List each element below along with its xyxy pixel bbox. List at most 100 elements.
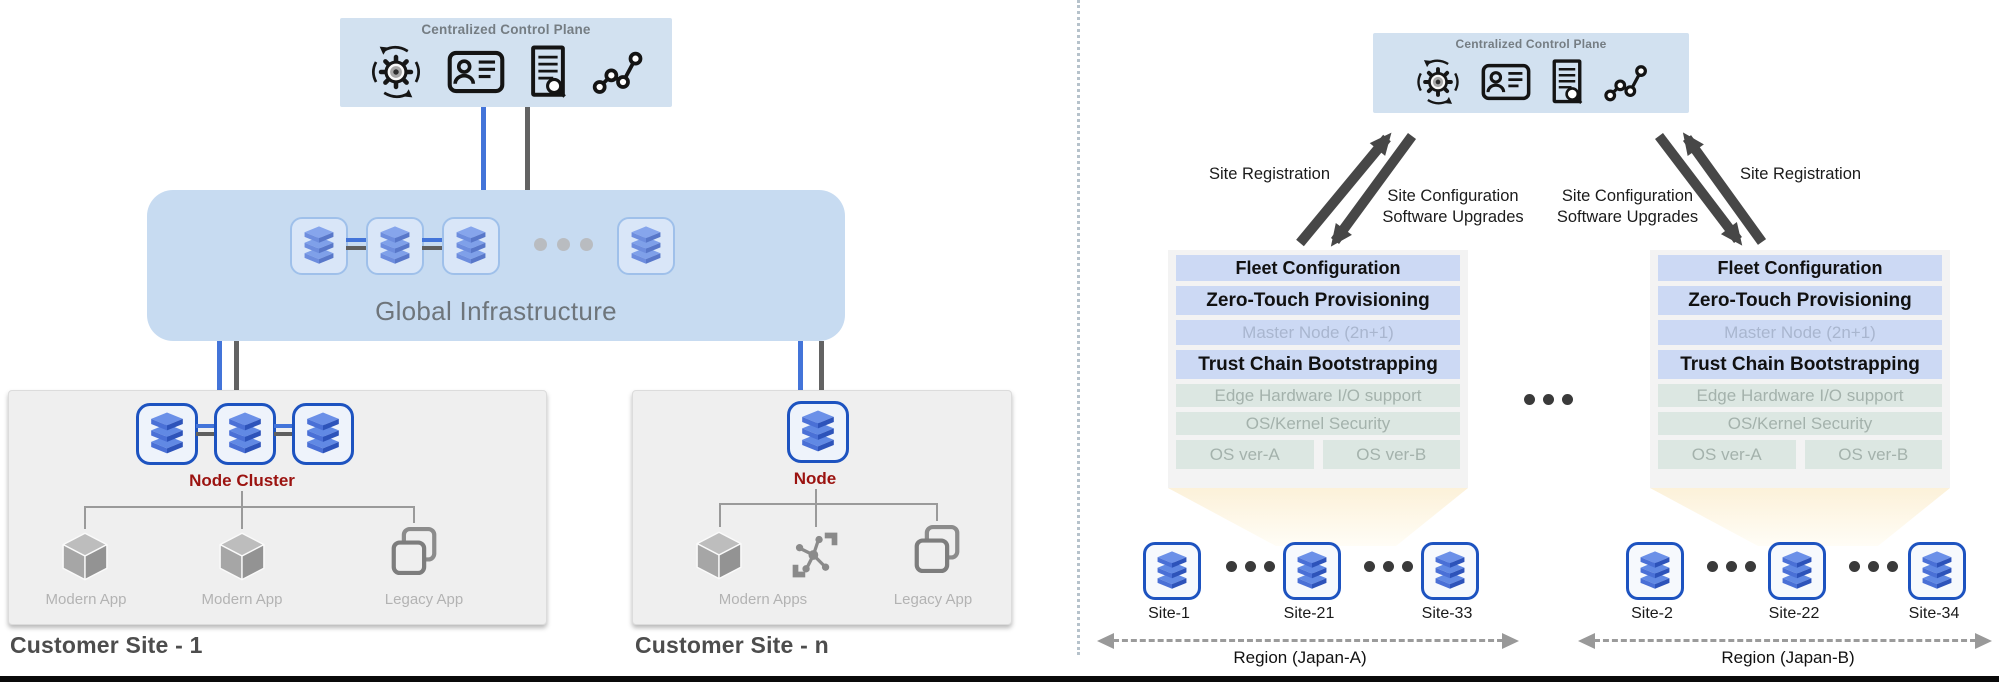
site-registration-label: Site Registration [1208, 165, 1330, 183]
control-plane-icons [367, 37, 645, 107]
sync-gear-icon [367, 43, 425, 101]
app-label: Legacy App [384, 591, 464, 608]
fleet-row: Edge Hardware I/O support [1658, 384, 1942, 407]
site-label: Site-34 [1908, 605, 1960, 622]
node-stack-icon [298, 225, 340, 267]
app-label: Modern Apps [718, 591, 808, 608]
site-node-tile [1143, 542, 1201, 600]
control-plane-box-left: Centralized Control Plane [340, 18, 672, 107]
funnel-shape [1168, 488, 1468, 546]
software-upgrades-line2: Software Upgrades [1556, 207, 1699, 226]
control-plane-title: Centralized Control Plane [421, 22, 591, 37]
fleet-row: OS/Kernel Security [1658, 412, 1942, 435]
node-stack-icon [1429, 550, 1471, 592]
tree-line [936, 503, 938, 521]
node-stack-icon [1151, 550, 1193, 592]
cluster-node-tile [214, 403, 276, 465]
id-card-icon [1481, 63, 1531, 101]
node-link-gray [422, 246, 442, 250]
cube-icon [691, 527, 747, 583]
node-link-blue [346, 238, 366, 242]
region-arrowhead-right [1975, 633, 1992, 649]
connector-blue [217, 341, 222, 390]
os-version-row: OS ver-A [1658, 440, 1796, 469]
tree-line [719, 503, 721, 527]
cube-icon [57, 528, 113, 584]
node-stack-icon [222, 411, 268, 457]
cube-icon [214, 528, 270, 584]
connector-blue [798, 341, 803, 390]
legacy-windows-icon [387, 524, 441, 578]
site-configuration-line1: Site Configuration [1387, 187, 1519, 205]
single-node-tile [787, 401, 849, 463]
tree-line [719, 503, 936, 505]
node-stack-icon [1916, 550, 1958, 592]
fleet-row: Zero-Touch Provisioning [1176, 286, 1460, 315]
ellipsis-icon [529, 238, 598, 251]
network-graph-icon [1603, 61, 1649, 104]
registration-upgrade-arrows [1296, 132, 1767, 247]
node-link-blue [274, 424, 292, 428]
infra-node-tile [366, 217, 424, 275]
fleet-row: Trust Chain Bootstrapping [1176, 350, 1460, 379]
legacy-windows-icon [910, 522, 964, 576]
site-label: Site-22 [1768, 605, 1820, 622]
fleet-row: Edge Hardware I/O support [1176, 384, 1460, 407]
fleet-row: OS/Kernel Security [1176, 412, 1460, 435]
site-label: Site-1 [1148, 605, 1190, 622]
site-node-tile [1626, 542, 1684, 600]
ellipsis-icon [1222, 561, 1279, 572]
customer-site-1-caption: Customer Site - 1 [10, 632, 203, 658]
node-cluster-label: Node Cluster [189, 471, 295, 490]
ellipsis-icon [1520, 394, 1577, 405]
fleet-row: Fleet Configuration [1176, 255, 1460, 281]
fleet-row: Master Node (2n+1) [1176, 320, 1460, 345]
node-stack-icon [144, 411, 190, 457]
tree-line [84, 506, 413, 508]
fleet-row: Zero-Touch Provisioning [1658, 286, 1942, 315]
node-stack-icon [1776, 550, 1818, 592]
software-upgrades-line2: Software Upgrades [1382, 207, 1524, 226]
site-registration-label: Site Registration [1740, 165, 1862, 183]
customer-site-n-caption: Customer Site - n [635, 632, 829, 658]
cluster-node-tile [136, 403, 198, 465]
node-link-blue [196, 424, 214, 428]
connector-gray [819, 341, 824, 390]
site-node-tile [1283, 542, 1341, 600]
node-stack-icon [450, 225, 492, 267]
fleet-row: Trust Chain Bootstrapping [1658, 350, 1942, 379]
site-configuration-line1: Site Configuration [1561, 187, 1694, 205]
os-version-row: OS ver-B [1322, 440, 1460, 469]
fleet-stack-b: Fleet Configuration Zero-Touch Provision… [1650, 250, 1950, 488]
tree-line [84, 506, 86, 529]
infra-node-tile [617, 217, 675, 275]
site-label: Site-33 [1421, 605, 1473, 622]
site-node-tile [1908, 542, 1966, 600]
sync-gear-icon [1413, 57, 1463, 107]
infra-node-tile [290, 217, 348, 275]
region-a-span-line [1113, 639, 1503, 642]
mesh-icon [789, 529, 841, 581]
audit-document-icon [1549, 58, 1585, 106]
ellipsis-icon [1845, 561, 1902, 572]
ellipsis-icon [1703, 561, 1760, 572]
node-link-gray [346, 246, 366, 250]
ellipsis-icon [1360, 561, 1417, 572]
region-b-label: Region (Japan-B) [1721, 648, 1855, 667]
global-infrastructure-label: Global Infrastructure [375, 296, 617, 326]
site-configuration-label: Site Configuration Software Upgrades [1378, 186, 1528, 227]
tree-line [413, 506, 415, 523]
network-graph-icon [591, 47, 645, 97]
app-label: Modern App [45, 591, 127, 608]
fleet-row: Fleet Configuration [1658, 255, 1942, 281]
region-arrowhead-left [1097, 633, 1114, 649]
region-arrowhead-right [1502, 633, 1519, 649]
infra-node-tile [442, 217, 500, 275]
connector-gray [525, 107, 530, 190]
region-a-label: Region (Japan-A) [1233, 648, 1367, 667]
site-configuration-label: Site Configuration Software Upgrades [1545, 186, 1710, 227]
tree-line [241, 491, 243, 506]
audit-document-icon [527, 44, 569, 100]
node-stack-icon [1634, 550, 1676, 592]
node-stack-icon [1291, 550, 1333, 592]
